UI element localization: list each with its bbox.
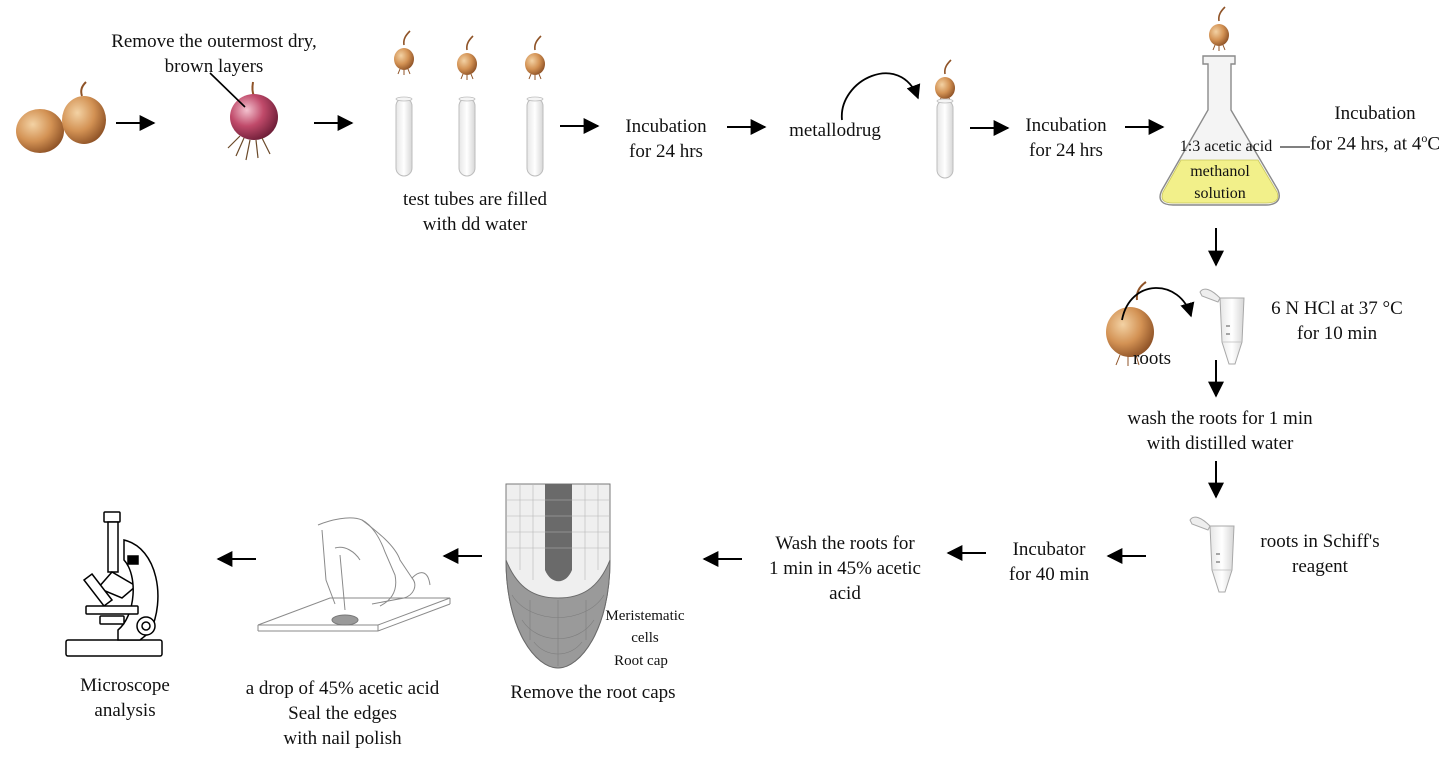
test-tube-icon: [934, 59, 956, 179]
label-incubation-3: Incubation for 24 hrs, at 4oC: [1309, 103, 1441, 155]
onion-icon: [16, 81, 106, 153]
label-flask-methanol: methanol solution: [1190, 163, 1250, 202]
label-incubation-1: Incubation for 24 hrs: [625, 116, 707, 162]
label-roots: roots: [1133, 348, 1171, 369]
onion-icon: [1106, 281, 1154, 366]
label-schiff: roots in Schiff's reagent: [1260, 531, 1380, 577]
label-acetic-drop: a drop of 45% acetic acid Seal the edges…: [245, 678, 440, 749]
label-incubator: Incubator for 40 min: [1008, 539, 1090, 585]
test-tube-icon: [393, 30, 546, 177]
label-incubation-2: Incubation for 24 hrs: [1025, 115, 1107, 161]
label-flask-acid: 1:3 acetic acid: [1179, 138, 1273, 155]
label-microscope: Microscope analysis: [80, 675, 170, 721]
label-remove-caps: Remove the root caps: [510, 682, 676, 703]
label-wash-acid: Wash the roots for 1 min in 45% acetic a…: [769, 533, 921, 604]
microscope-slide-icon: [257, 517, 451, 632]
label-metallodrug: metallodrug: [789, 120, 881, 141]
label-root-cap: Root cap: [614, 653, 668, 669]
label-meristematic: Meristematic cells: [605, 608, 685, 646]
label-hcl: 6 N HCl at 37 °C for 10 min: [1271, 298, 1403, 344]
eppendorf-icon: [1189, 516, 1235, 593]
label-remove-layers: Remove the outermost dry, brown layers: [111, 31, 317, 77]
label-wash-water: wash the roots for 1 min with distilled …: [1127, 408, 1313, 454]
root-tip-icon: [505, 483, 611, 669]
eppendorf-icon: [1199, 288, 1245, 365]
red-onion-icon: [227, 81, 278, 161]
microscope-icon: [65, 511, 163, 657]
label-test-tubes: test tubes are filled with dd water: [402, 189, 548, 235]
flask-icon: [1159, 6, 1280, 206]
